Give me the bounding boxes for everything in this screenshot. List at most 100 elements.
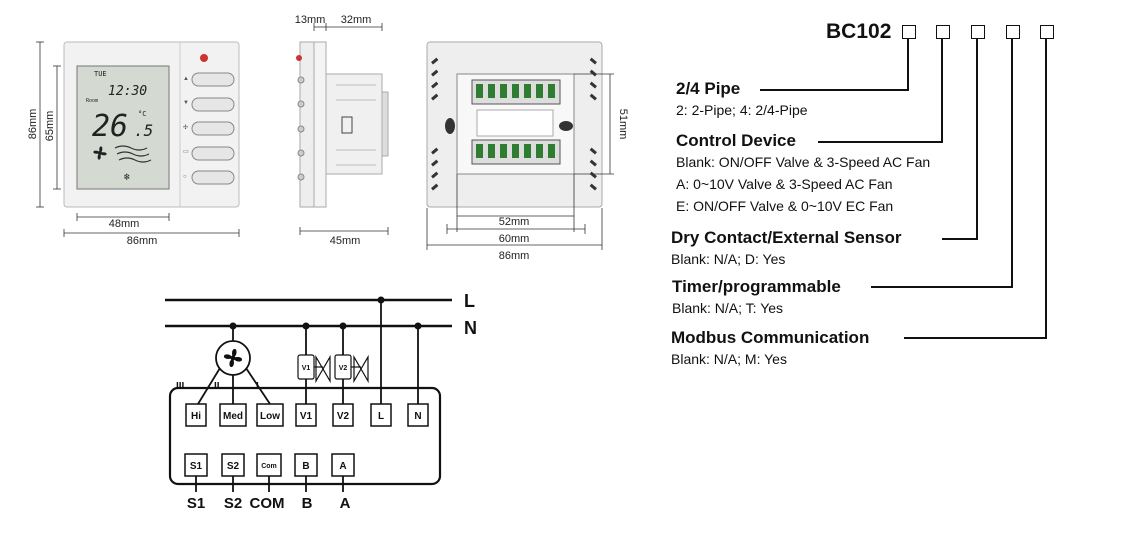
terminal-row-top: Hi Med Low V1 V2 L N xyxy=(185,403,429,427)
bottom-label-s1: S1 xyxy=(187,495,205,512)
speed-low-marker: I xyxy=(256,381,259,392)
svg-text:Med: Med xyxy=(223,411,243,422)
model-code-connectors xyxy=(760,39,1047,339)
lcd-unit: °C xyxy=(138,110,146,118)
option-line: E: ON/OFF Valve & 0~10V EC Fan xyxy=(676,198,894,214)
svg-text:L: L xyxy=(378,411,384,422)
code-box-5 xyxy=(1040,25,1054,39)
up-button[interactable] xyxy=(191,72,235,87)
terminal-a: A xyxy=(331,453,355,477)
svg-text:○: ○ xyxy=(183,174,187,180)
svg-text:V1: V1 xyxy=(300,411,313,422)
back-width-label: 86mm xyxy=(499,250,530,262)
front-width-label: 86mm xyxy=(127,235,158,247)
valve1-symbol: V1 xyxy=(297,354,331,384)
side-total-label: 45mm xyxy=(330,235,361,247)
bottom-label-b: B xyxy=(302,495,313,512)
line-L-label: L xyxy=(464,291,475,311)
terminal-b: B xyxy=(294,453,318,477)
terminal-s2: S2 xyxy=(221,453,245,477)
down-button[interactable] xyxy=(191,97,235,112)
option-pipe: 2/4 Pipe 2: 2-Pipe; 4: 2/4-Pipe xyxy=(676,79,808,121)
option-title: Control Device xyxy=(676,131,796,150)
back-view: 51mm 52mm 60mm 86mm xyxy=(426,41,629,262)
option-control-device: Control Device Blank: ON/OFF Valve & 3-S… xyxy=(676,131,930,217)
front-height-label: 86mm xyxy=(27,109,39,140)
speed-med-marker: II xyxy=(214,381,220,392)
back-height-label: 51mm xyxy=(617,109,629,140)
line-N-label: N xyxy=(464,318,477,338)
lcd-airflow-icon xyxy=(114,145,152,163)
option-title: Modbus Communication xyxy=(671,328,870,347)
mode-button[interactable] xyxy=(191,146,235,161)
wiring-nodes xyxy=(229,296,422,330)
terminal-v2: V2 xyxy=(332,403,354,427)
side-front-label: 13mm xyxy=(295,14,326,26)
power-led-icon xyxy=(200,54,208,62)
back-inner-label: 52mm xyxy=(499,216,530,228)
front-view: TUE 12:30 Room 26 .5 °C ❄ ▲ ▼ ✣ ▭ ○ xyxy=(27,41,240,247)
bottom-label-com: COM xyxy=(250,495,285,512)
side-depth-label: 32mm xyxy=(341,14,372,26)
svg-text:✣: ✣ xyxy=(183,124,188,131)
terminal-v1: V1 xyxy=(295,403,317,427)
svg-text:N: N xyxy=(414,411,421,422)
option-line: A: 0~10V Valve & 3-Speed AC Fan xyxy=(676,176,893,192)
svg-text:V1: V1 xyxy=(302,365,311,372)
valve2-symbol: V2 xyxy=(334,354,369,384)
back-mid-label: 60mm xyxy=(499,233,530,245)
option-line: Blank: ON/OFF Valve & 3-Speed AC Fan xyxy=(676,154,931,170)
lcd-temp: 26 xyxy=(92,109,128,144)
svg-text:S2: S2 xyxy=(227,461,240,472)
option-title: Timer/programmable xyxy=(672,277,841,296)
option-line: Blank: N/A; M: Yes xyxy=(671,351,787,367)
option-dry-contact: Dry Contact/External Sensor Blank: N/A; … xyxy=(671,228,902,270)
option-timer: Timer/programmable Blank: N/A; T: Yes xyxy=(672,277,841,319)
terminal-med: Med xyxy=(219,403,247,427)
lcd-time: 12:30 xyxy=(108,84,147,99)
front-inner-height-label: 65mm xyxy=(44,111,56,142)
code-box-4 xyxy=(1006,25,1020,39)
svg-text:V2: V2 xyxy=(339,365,348,372)
option-title: 2/4 Pipe xyxy=(676,79,741,98)
side-view: 13mm 32mm 45mm xyxy=(295,14,389,247)
code-box-2 xyxy=(936,25,950,39)
svg-text:▲: ▲ xyxy=(183,76,189,82)
option-modbus: Modbus Communication Blank: N/A; M: Yes xyxy=(671,328,869,370)
svg-text:Low: Low xyxy=(260,411,280,422)
svg-text:B: B xyxy=(302,461,309,472)
bottom-label-a: A xyxy=(340,495,351,512)
terminal-hi: Hi xyxy=(185,403,207,427)
lcd-snow-icon: ❄ xyxy=(124,172,131,183)
lcd-temp-decimal: .5 xyxy=(134,121,153,140)
terminal-n: N xyxy=(407,403,429,427)
svg-text:Hi: Hi xyxy=(191,411,201,422)
lcd-fan-icon xyxy=(93,146,107,160)
terminal-s1: S1 xyxy=(184,453,208,477)
front-lcd-width-label: 48mm xyxy=(109,218,140,230)
fan-button[interactable] xyxy=(191,121,235,136)
terminal-l: L xyxy=(370,403,392,427)
bottom-label-s2: S2 xyxy=(224,495,242,512)
terminal-row-bottom: S1 S2 Com B A xyxy=(184,453,355,477)
svg-text:▼: ▼ xyxy=(183,100,189,106)
lcd-day: TUE xyxy=(94,70,107,78)
option-line: 2: 2-Pipe; 4: 2/4-Pipe xyxy=(676,102,808,118)
svg-text:S1: S1 xyxy=(190,461,203,472)
svg-text:V2: V2 xyxy=(337,411,350,422)
svg-text:Com: Com xyxy=(261,463,277,470)
code-box-1 xyxy=(902,25,916,39)
option-title: Dry Contact/External Sensor xyxy=(671,228,902,247)
speed-hi-marker: III xyxy=(176,381,185,392)
code-box-3 xyxy=(971,25,985,39)
power-button[interactable] xyxy=(191,170,235,185)
fan-icon xyxy=(223,348,243,368)
lcd-mode: Room xyxy=(86,98,98,104)
terminal-com: Com xyxy=(256,453,282,477)
svg-text:▭: ▭ xyxy=(183,149,189,155)
option-line: Blank: N/A; T: Yes xyxy=(672,300,784,316)
terminal-low: Low xyxy=(256,403,284,427)
option-line: Blank: N/A; D: Yes xyxy=(671,251,786,267)
model-code: BC102 xyxy=(826,20,892,43)
